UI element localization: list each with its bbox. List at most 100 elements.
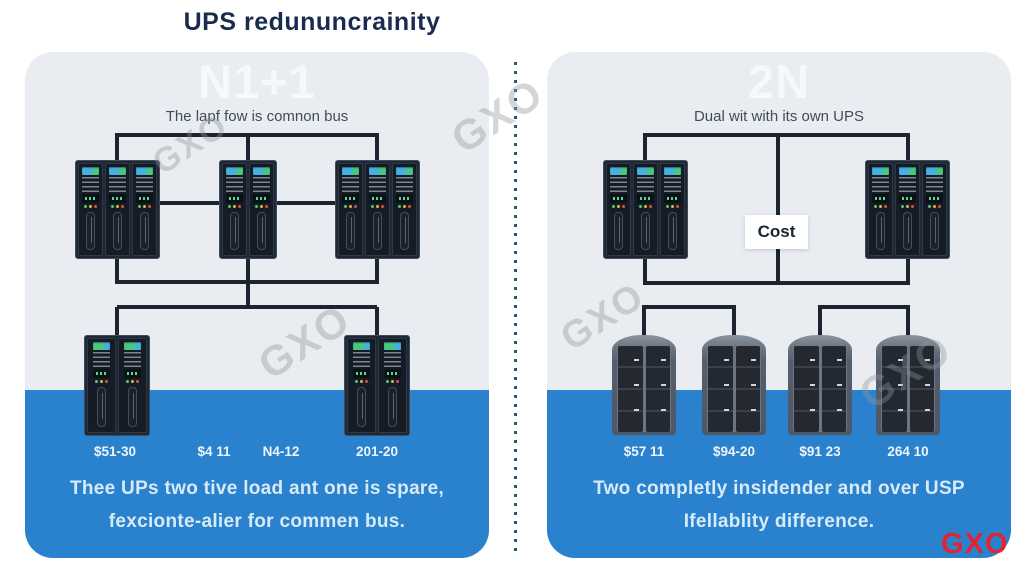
ups-digital-readout [369,194,386,203]
ups-digital-readout [253,194,270,203]
ups-vent-slot [230,212,239,250]
ups-vent-slot [346,212,355,250]
ups-group-bottom-1 [84,335,150,436]
ups-text-rows [872,177,889,192]
ups-status-leds [84,205,97,208]
right-subtitle: Dual wit with its own UPS [693,108,865,125]
ups-tower [378,338,407,433]
ups-digital-readout [136,194,153,203]
ups-vent-slot [113,212,122,250]
unit-label: $51-30 [93,444,137,459]
ups-status-leds [874,205,887,208]
battery-rack [788,335,852,435]
left-heading: N1+1 [198,55,316,108]
unit-label: $57 11 [623,444,665,459]
ups-display-icon [136,167,153,175]
ups-tower [922,163,947,256]
ups-digital-readout [872,194,889,203]
ups-status-leds [398,205,411,208]
ups-text-rows [124,352,141,367]
ups-text-rows [664,177,681,192]
ups-display-icon [124,342,141,350]
ups-group-bottom-2 [344,335,410,436]
ups-text-rows [82,177,99,192]
ups-digital-readout [93,369,110,378]
ups-status-leds [355,380,368,383]
cost-label: Cost [745,215,808,249]
ups-status-leds [612,205,625,208]
ups-display-icon [899,167,916,175]
ups-status-leds [138,205,151,208]
ups-display-icon [253,167,270,175]
ups-status-leds [639,205,652,208]
ups-text-rows [353,352,370,367]
ups-vent-slot [86,212,95,250]
ups-display-icon [369,167,386,175]
ups-vent-slot [903,212,912,250]
left-connection-lines [115,133,379,339]
ups-tower [118,338,147,433]
ups-display-icon [637,167,654,175]
ups-text-rows [109,177,126,192]
ups-vent-slot [97,387,106,427]
ups-display-icon [664,167,681,175]
ups-text-rows [384,352,401,367]
ups-status-leds [371,205,384,208]
left-caption-line2: fexcionte-alier for commen bus. [108,511,406,532]
battery-rack [876,335,940,435]
ups-status-leds [228,205,241,208]
ups-vent-slot [257,212,266,250]
battery-rack [702,335,766,435]
unit-label: $4 11 [197,444,231,459]
ups-digital-readout [384,369,401,378]
ups-vent-slot [128,387,137,427]
ups-display-icon [82,167,99,175]
ups-display-icon [872,167,889,175]
ups-display-icon [226,167,243,175]
ups-vent-slot [400,212,409,250]
ups-tower [365,163,390,256]
dotted-divider [514,62,517,556]
ups-vent-slot [614,212,623,250]
ups-tower [868,163,893,256]
ups-tower [132,163,157,256]
ups-tower [105,163,130,256]
ups-tower [222,163,247,256]
left-caption-line1: Thee UPs two tive load ant one is spare, [69,478,445,499]
ups-display-icon [384,342,401,350]
ups-display-icon [353,342,370,350]
ups-vent-slot [930,212,939,250]
ups-text-rows [369,177,386,192]
ups-display-icon [610,167,627,175]
ups-tower [895,163,920,256]
unit-label: 264 10 [887,444,929,459]
ups-display-icon [396,167,413,175]
ups-tower [87,338,116,433]
gxo-logo: GXO [941,528,1009,560]
ups-tower [249,163,274,256]
ups-text-rows [926,177,943,192]
ups-digital-readout [82,194,99,203]
ups-tower [78,163,103,256]
ups-vent-slot [388,387,397,427]
ups-tower [633,163,658,256]
ups-tower [338,163,363,256]
panel-n-plus-1: N1+1 The lapf fow is comnon bus [25,52,489,558]
ups-display-icon [93,342,110,350]
ups-group-a [603,160,688,259]
ups-digital-readout [664,194,681,203]
right-heading: 2N [747,55,811,108]
ups-status-leds [928,205,941,208]
ups-vent-slot [641,212,650,250]
ups-status-leds [255,205,268,208]
page-title: UPS redununcrainity [183,8,441,36]
left-subtitle: The lapf fow is comnon bus [165,108,349,125]
right-connection-lines [642,133,910,337]
ups-group-b [865,160,950,259]
right-caption-line2: Ifellablity difference. [683,511,875,532]
ups-digital-readout [353,369,370,378]
ups-vent-slot [357,387,366,427]
ups-display-icon [109,167,126,175]
ups-digital-readout [899,194,916,203]
ups-text-rows [226,177,243,192]
